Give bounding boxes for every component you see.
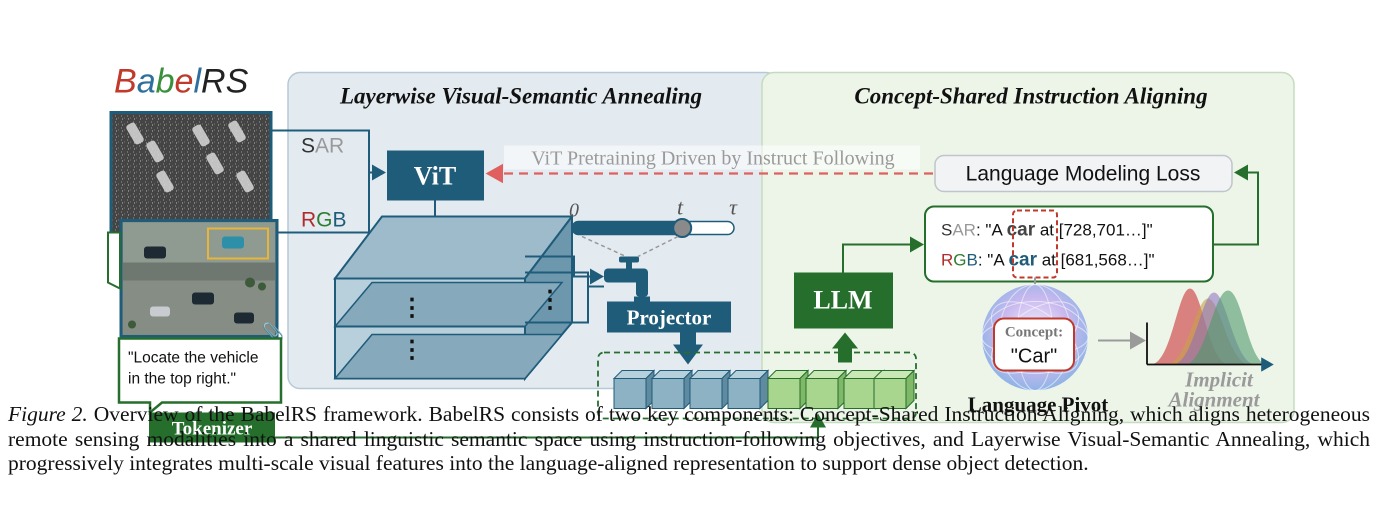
rgb-image [119,219,279,338]
logo-letter-l: l [193,63,202,101]
alignment-distribution-plot [1146,288,1274,372]
implicit-label-1: Implicit [1184,368,1254,392]
figure-caption: Figure 2. Overview of the BabelRS framew… [8,402,1370,476]
instruction-card [117,337,283,416]
concept-title: Concept: [1005,325,1063,341]
layer-dots-1: ⋮ [400,296,424,322]
projector-down-arrow [673,332,703,365]
projector-label: Projector [627,306,712,330]
loss-box [934,154,1233,193]
text-token [804,369,848,410]
llm-to-output-arrow [842,236,924,273]
annealing-slider [571,218,735,258]
visual-tokens [612,369,770,410]
language-pivot-label: Language Pivot [968,393,1109,417]
layer-dots-3: ⋮ [538,288,562,314]
rgb-modality-label: RGB [301,209,347,232]
pretraining-text: ViT Pretraining Driven by Instruct Follo… [531,148,894,170]
layer-arrow-bot [525,286,589,324]
projector-block [607,301,731,333]
pretraining-text-bg [504,145,920,170]
concept-value: "Car" [1011,346,1057,368]
faucet-icon [604,256,650,302]
visual-token [726,369,770,410]
implicit-label-2: Alignment [1166,388,1260,412]
text-tokens [766,369,916,410]
output-to-loss-arrow [1214,164,1259,246]
sar-output-line: SAR: "A car at [728,701…]" [941,220,1153,241]
tokenizer-to-tokens-arrow [275,413,826,439]
sar-image [109,111,273,236]
slider-start-label: 0 [569,200,579,222]
svg-text:BabelRS: BabelRS [114,63,249,101]
logo-letter-e: e [175,63,194,101]
output-text-box [924,205,1214,283]
logo-letter-b: B [114,63,137,101]
layer-stack [332,213,575,382]
layer-dots-2: ⋮ [400,338,424,364]
logo-letter-b2: b [156,63,175,101]
tokenizer-block [149,412,275,443]
logo-letter-a: a [137,63,156,101]
rgb-car-word: car [1008,250,1037,271]
babelrs-logo: BabelRS [114,63,249,101]
car-highlight-box [1012,209,1058,279]
loss-label: Language Modeling Loss [966,163,1201,186]
tokenizer-label: Tokenizer [172,419,253,440]
aligning-title: Concept-Shared Instruction Aligning [854,84,1207,109]
slider-knob [672,218,693,238]
tokens-up-arrow [832,332,858,363]
llm-block [794,272,893,329]
logo-letters-rs: RS [201,63,249,101]
instruction-line-1: "Locate the vehicle [128,350,258,367]
sar-modality-label: SAR [301,135,344,158]
slider-fill [572,221,683,235]
llm-label: LLM [813,286,872,315]
visual-token [650,369,694,410]
sar-car-word: car [1007,220,1036,241]
slider-end-label: τ [729,195,738,220]
annealing-title: Layerwise Visual-Semantic Annealing [339,84,702,109]
hidden-instruction-card [107,231,121,291]
slider-dashed-cone [581,235,679,258]
vit-block [387,150,484,201]
caption-lead: Figure 2. [8,402,88,426]
token-group-box [597,351,917,420]
instruction-line-2: in the top right." [128,371,236,388]
caption-text: Overview of the BabelRS framework. Babel… [8,402,1371,475]
layer-arrow-mid [525,271,604,288]
vit-label: ViT [414,162,456,191]
text-token [872,369,916,410]
concept-card [993,317,1075,372]
slider-current-label: t [677,195,684,220]
rgb-output-line: RGB: "A car at [681,568…]" [941,250,1155,271]
